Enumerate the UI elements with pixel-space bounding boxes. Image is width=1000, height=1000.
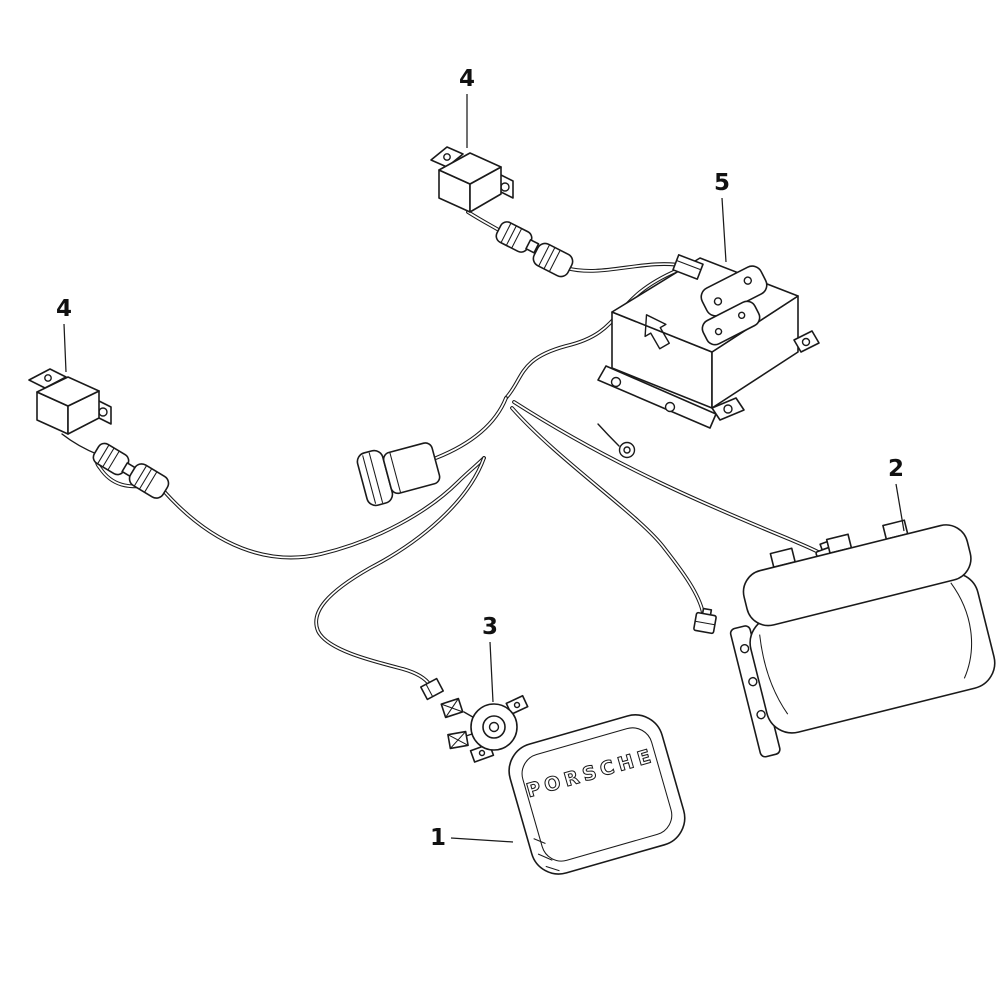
inline-connector (128, 463, 170, 499)
contact-unit-terminal-2 (447, 730, 469, 750)
ground-ring-terminal (597, 423, 636, 459)
inline-connector (495, 221, 540, 254)
airbag-cover-porsche: PORSCHE (508, 714, 686, 875)
airbag-module (729, 519, 996, 758)
callout-2-leader (895, 483, 905, 532)
main-harness-connector (356, 442, 441, 507)
control-unit-connector-plate-2 (701, 300, 761, 346)
callouts: 4 4 5 2 3 1 (56, 66, 905, 851)
inline-connector (532, 242, 574, 278)
callout-5-leader (721, 197, 727, 263)
callout-4-top-label: 4 (459, 66, 475, 92)
direction-arrow-icon (644, 314, 670, 350)
callout-1-label: 1 (430, 825, 446, 851)
crash-sensor-top (430, 146, 574, 278)
airbag-connector-plug-1 (693, 607, 717, 635)
callout-2-label: 2 (888, 456, 904, 482)
contact-unit (440, 694, 529, 763)
contact-unit-plug (419, 677, 445, 701)
contact-unit-ear-1 (505, 694, 529, 716)
callout-3-label: 3 (482, 614, 498, 640)
control-unit-mounting-flange (597, 365, 717, 429)
callout-4-left-label: 4 (56, 296, 72, 322)
control-unit-inlet-connector (672, 254, 704, 280)
callout-5-label: 5 (714, 170, 730, 196)
callout-3-leader (489, 641, 494, 703)
callout-1-leader (450, 837, 514, 843)
crash-sensor-left (28, 368, 170, 499)
inline-connector (92, 442, 136, 477)
control-unit (597, 254, 820, 429)
contact-unit-terminal-1 (440, 697, 464, 719)
callout-4-left-leader (63, 323, 67, 373)
wiring-harness (94, 210, 822, 687)
